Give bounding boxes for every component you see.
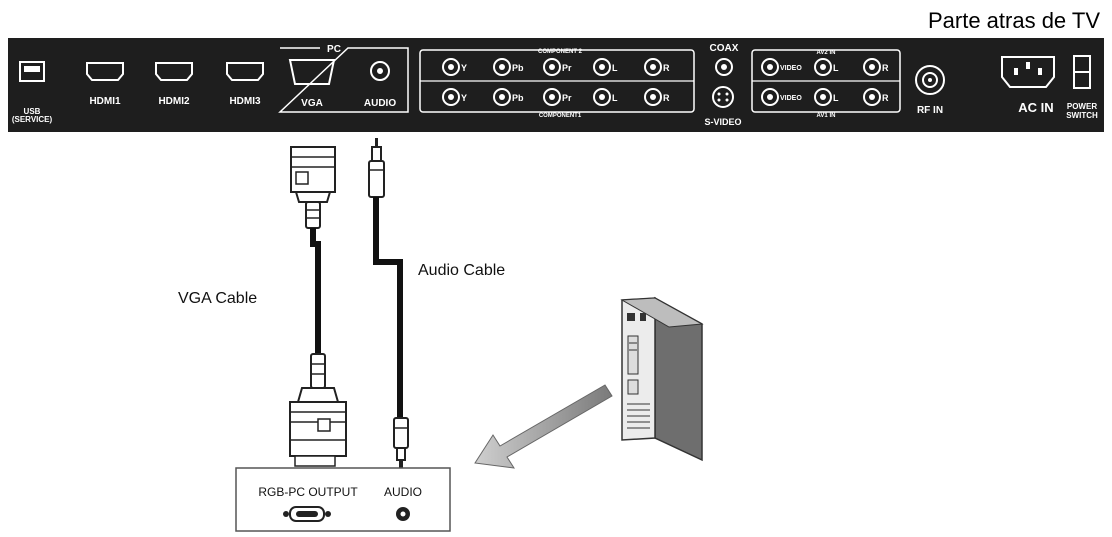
component2-r: R (644, 58, 670, 76)
hdmi3-port: HDMI3 (226, 62, 264, 107)
power-switch: POWER SWITCH (1066, 55, 1098, 120)
svg-text:Pb: Pb (512, 93, 524, 103)
svg-text:HDMI2: HDMI2 (158, 96, 190, 107)
svg-text:SWITCH: SWITCH (1066, 111, 1098, 120)
pc-audio-label: AUDIO (384, 485, 422, 499)
svg-text:L: L (612, 93, 618, 103)
svg-text:S-VIDEO: S-VIDEO (704, 117, 741, 127)
rgb-port (283, 506, 331, 522)
component2-pb: Pb (493, 58, 524, 76)
svg-text:VIDEO: VIDEO (780, 65, 802, 72)
svg-text:L: L (833, 63, 839, 73)
coax-port: COAX (710, 43, 739, 76)
svg-text:PC: PC (327, 44, 341, 55)
hdmi1-port: HDMI1 (86, 62, 124, 107)
component1-pr: Pr (543, 88, 572, 106)
av-group: AV2 IN AV1 IN VIDEO L R VIDEO L (751, 49, 901, 119)
svg-text:VIDEO: VIDEO (780, 95, 802, 102)
computer-tower (620, 296, 704, 462)
svg-text:HDMI3: HDMI3 (229, 96, 261, 107)
svg-text:VGA: VGA (301, 98, 323, 109)
signal-arrow (474, 384, 613, 469)
svg-text:COAX: COAX (710, 43, 739, 54)
svg-text:(SERVICE): (SERVICE) (12, 115, 53, 124)
svg-text:AV2 IN: AV2 IN (817, 50, 836, 56)
svg-text:Pr: Pr (562, 93, 572, 103)
av1-video: VIDEO (761, 88, 802, 106)
av1-l: L (814, 88, 839, 106)
svg-text:COMPONENT1: COMPONENT1 (539, 113, 582, 119)
component1-pb: Pb (493, 88, 524, 106)
svg-text:R: R (882, 93, 889, 103)
component1-y: Y (442, 88, 467, 106)
svg-text:L: L (612, 63, 618, 73)
vga-port: VGA (288, 59, 336, 109)
vga-cable-label: VGA Cable (178, 290, 257, 307)
component2-l: L (593, 58, 618, 76)
av2-r: R (863, 58, 889, 76)
svideo-port: S-VIDEO (704, 86, 742, 127)
svg-text:Y: Y (461, 63, 467, 73)
tv-back-caption: Parte atras de TV (928, 8, 1100, 33)
svg-text:AV1 IN: AV1 IN (817, 113, 836, 119)
svg-text:R: R (663, 63, 670, 73)
pc-group: PC VGA AUDIO (278, 44, 409, 113)
rf-in-port: RF IN (915, 65, 945, 116)
svg-text:RF IN: RF IN (917, 105, 943, 116)
tv-back-panel: USB (SERVICE) HDMI1 HDMI2 HDMI3 PC VGA (8, 38, 1104, 132)
av2-l: L (814, 58, 839, 76)
audio-cable-label: Audio Cable (418, 262, 505, 279)
vga-cable (289, 146, 347, 467)
av2-video: VIDEO (761, 58, 802, 76)
component-group: COMPONENT 2 COMPONENT1 Y Pb Pr L R (419, 49, 695, 119)
svg-text:AC IN: AC IN (1018, 100, 1053, 115)
component1-r: R (644, 88, 670, 106)
svg-text:Y: Y (461, 93, 467, 103)
av1-r: R (863, 88, 889, 106)
component2-pr: Pr (543, 58, 572, 76)
svg-text:COMPONENT 2: COMPONENT 2 (538, 49, 583, 55)
rgb-pc-output-label: RGB-PC OUTPUT (258, 485, 358, 499)
svg-text:Pr: Pr (562, 63, 572, 73)
pc-output-box: RGB-PC OUTPUT AUDIO (235, 467, 451, 532)
svg-text:L: L (833, 93, 839, 103)
audio-cable (368, 138, 409, 468)
ac-in-port: AC IN (1001, 56, 1055, 115)
svg-text:POWER: POWER (1067, 102, 1097, 111)
pc-audio-port: AUDIO (364, 61, 396, 109)
usb-port: USB (SERVICE) (12, 61, 53, 124)
svg-text:AUDIO: AUDIO (364, 98, 396, 109)
pc-audio-jack (396, 507, 410, 521)
svg-text:HDMI1: HDMI1 (89, 96, 121, 107)
svg-text:Pb: Pb (512, 63, 524, 73)
component1-l: L (593, 88, 618, 106)
svg-text:USB: USB (24, 107, 41, 116)
component2-y: Y (442, 58, 467, 76)
svg-text:R: R (663, 93, 670, 103)
svg-text:R: R (882, 63, 889, 73)
hdmi2-port: HDMI2 (155, 62, 193, 107)
